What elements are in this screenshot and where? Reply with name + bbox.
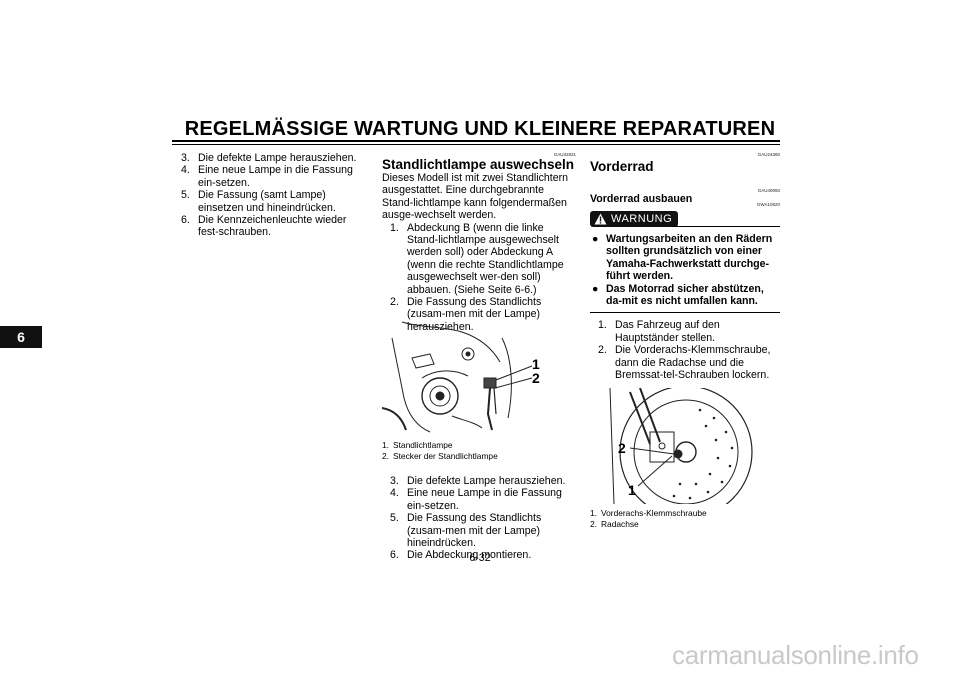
- callout-2: 2: [618, 440, 626, 456]
- middle-column-lower: 3.Die defekte Lampe herausziehen. 4.Eine…: [390, 475, 576, 562]
- callout-1: 1: [532, 356, 540, 372]
- middle-column: GAU32831 Standlichtlampe auswechseln Die…: [382, 152, 576, 333]
- section-title: Vorderrad: [590, 159, 654, 174]
- left-column: 3.Die defekte Lampe herausziehen. 4.Eine…: [181, 152, 361, 239]
- intro-text: Dieses Modell ist mit zwei Standlichtern…: [382, 172, 569, 222]
- list-item: 4.Eine neue Lampe in die Fassung ein-set…: [390, 487, 562, 512]
- list-item: 6.Die Abdeckung montieren.: [390, 549, 532, 562]
- step-list: 1.Abdeckung B (wenn die linke Stand-lich…: [390, 222, 576, 334]
- watermark-logo: carmanualsonline.info: [672, 640, 919, 670]
- step-list: 1.Das Fahrzeug auf den Hauptständer stel…: [598, 319, 780, 381]
- figure-vorderrad: 2 1: [590, 385, 762, 519]
- subsection-title: Vorderrad ausbauen: [590, 193, 693, 205]
- step-list: 3.Die defekte Lampe herausziehen. 4.Eine…: [390, 475, 576, 562]
- list-item: 6.Die Kennzeichenleuchte wieder fest-sch…: [181, 214, 347, 239]
- list-item: 1.Das Fahrzeug auf den Hauptständer stel…: [598, 319, 720, 344]
- list-item: 2.Die Fassung des Standlichts (zusam-men…: [390, 296, 542, 333]
- callout-2: 2: [532, 370, 540, 386]
- figure-captions: 1.Vorderachs-Klemmschraube 2.Radachse: [590, 508, 780, 530]
- page-number: 6-32: [469, 552, 491, 564]
- section-code: GAU24360: [757, 152, 780, 157]
- warning-triangle-icon: [594, 213, 607, 225]
- page-title: REGELMÄSSIGE WARTUNG UND KLEINERE REPARA…: [184, 118, 776, 140]
- figure-standlicht: 1 2: [381, 318, 554, 434]
- caption-item: 2.Stecker der Standlichtlampe: [382, 451, 498, 461]
- standlicht-illustration: [381, 321, 533, 433]
- list-item: 1.Abdeckung B (wenn die linke Stand-lich…: [390, 221, 564, 296]
- list-item: 4.Eine neue Lampe in die Fassung ein-set…: [181, 164, 353, 189]
- caption-item: 2.Radachse: [590, 519, 639, 529]
- section-title: Standlichtlampe auswechseln: [382, 157, 575, 172]
- callout-1: 1: [628, 482, 636, 498]
- warning-top-rule: [672, 226, 780, 227]
- section-code: GAU32831: [553, 152, 576, 157]
- list-item: 3.Die defekte Lampe herausziehen.: [390, 475, 566, 487]
- header-rule-thick: [172, 140, 780, 142]
- right-column: GAU24360 Vorderrad GAU40060 Vorderrad au…: [590, 152, 780, 381]
- list-item: 5.Die Fassung des Standlichts (zusam-men…: [390, 512, 542, 550]
- caption-item: 1.Standlichtlampe: [382, 440, 453, 450]
- step-list: 3.Die defekte Lampe herausziehen. 4.Eine…: [181, 152, 361, 239]
- list-item: 3.Die defekte Lampe herausziehen.: [181, 152, 357, 164]
- section-code: GAU40060: [757, 188, 780, 193]
- warning-bottom-rule: [590, 312, 780, 314]
- header-rule-thin: [172, 144, 780, 145]
- list-item: 2.Die Vorderachs-Klemmschraube, dann die…: [598, 344, 771, 382]
- warning-label: WARNUNG: [590, 211, 679, 227]
- warning-list: ●Wartungsarbeiten an den Rädern sollten …: [590, 233, 780, 307]
- figure-captions: 1.Standlichtlampe 2.Stecker der Standlic…: [382, 440, 576, 462]
- warning-header: WARNUNG GWA10820: [590, 202, 780, 227]
- caption-item: 1.Vorderachs-Klemmschraube: [590, 508, 707, 518]
- list-item: 5.Die Fassung (samt Lampe) einsetzen und…: [181, 189, 336, 214]
- list-item: ●Das Motorrad sicher abstützen, da-mit e…: [592, 282, 764, 308]
- chapter-tab: 6: [0, 326, 42, 348]
- vorderrad-illustration: [609, 385, 753, 519]
- list-item: ●Wartungsarbeiten an den Rädern sollten …: [592, 233, 773, 283]
- section-code: GWA10820: [756, 202, 780, 207]
